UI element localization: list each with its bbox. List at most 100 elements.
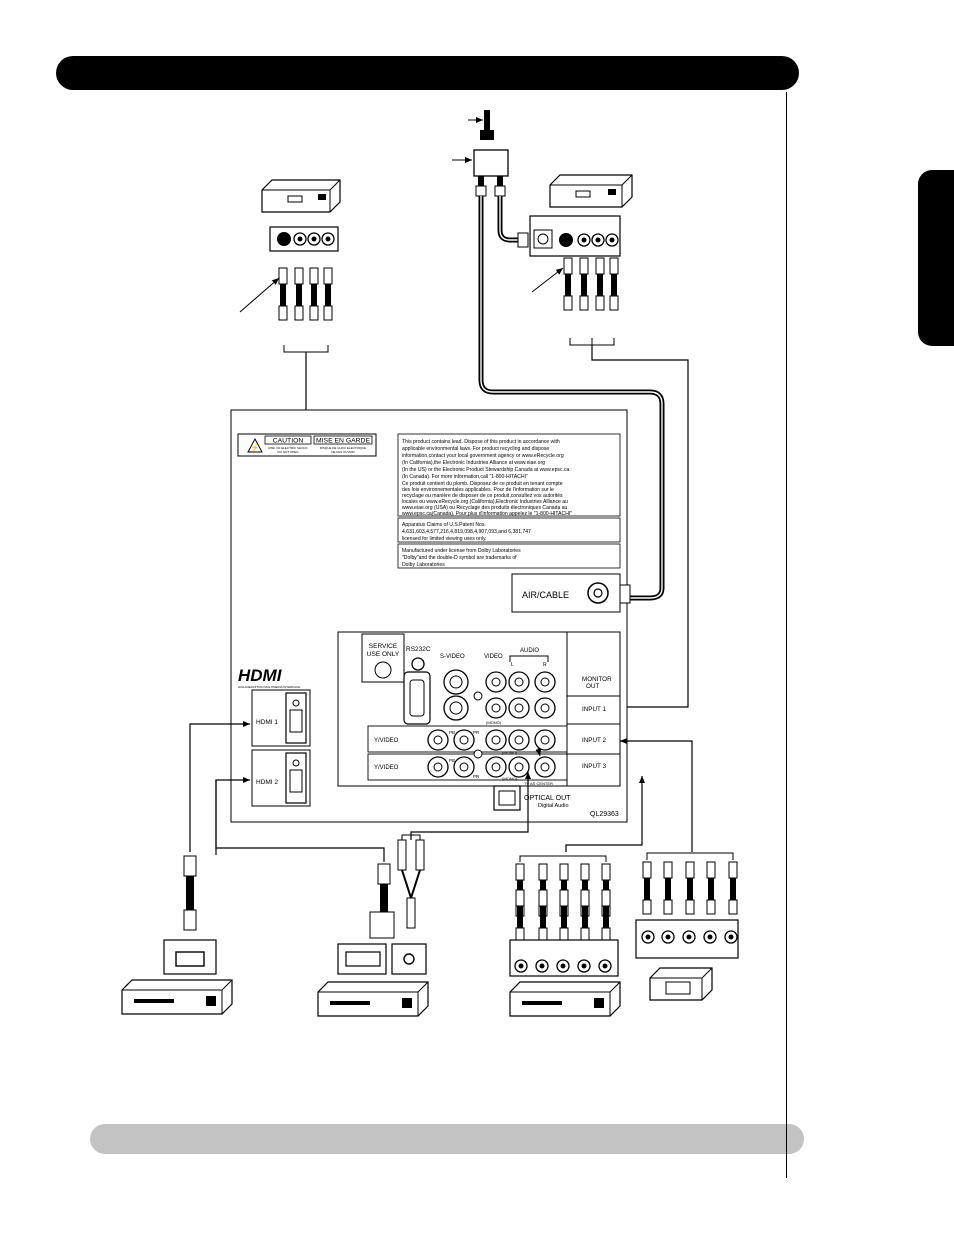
line-to-input2	[620, 738, 693, 852]
y-video-label-input2: Y/VIDEO	[374, 738, 399, 744]
line-to-hdmi1	[189, 721, 250, 852]
y-jack-input2[interactable]	[427, 729, 449, 751]
hdmi-logo-text: HDMI	[238, 666, 283, 685]
air-cable-terminal[interactable]: AIR/CABLE	[511, 573, 631, 613]
monitor-out-label: MONITOR	[582, 676, 612, 683]
component-output-panel-1	[509, 939, 619, 977]
patent-1: 4,631,603,4,577,216,4,819,098,4,907,093,…	[402, 529, 531, 535]
use-only-label: USE ONLY	[367, 651, 400, 658]
header-bar	[56, 56, 799, 90]
patent-0: Apparatus Claims of U.S.Patent Nos.	[402, 522, 486, 528]
mise-sub2: NE PAS OUVRIR	[331, 450, 355, 454]
line-to-input1	[591, 345, 689, 710]
notice-fr-4: www.eiae.org (USA) ou Recyclage des prod…	[402, 505, 568, 511]
notice-fr-0: Ce produit contient du plomb. Disposez d…	[402, 481, 563, 487]
dolby-notice: Manufactured under license from Dolby La…	[397, 543, 621, 569]
audio-r-label: R	[543, 662, 547, 668]
mise-sub1: RISQUE DE CHOC ELECTRIQUE	[320, 446, 366, 450]
vcr-top-right	[549, 174, 633, 208]
audio-r-jack-input2[interactable]	[534, 729, 556, 751]
audio-l-jack-input3[interactable]	[508, 756, 530, 778]
dvd-player-top-left	[261, 179, 341, 213]
pb-jack-input3[interactable]	[453, 756, 475, 778]
dvi-source-device	[317, 981, 429, 1017]
video-jack-input2[interactable]	[485, 697, 507, 719]
audio-r-jack-input1[interactable]	[534, 697, 556, 719]
y-jack-input3[interactable]	[427, 756, 449, 778]
s-video-jack-input1[interactable]	[443, 669, 469, 695]
audio-l-jack-monitor[interactable]	[508, 671, 530, 693]
service-label: SERVICE	[369, 643, 398, 650]
input2-label: INPUT 2	[582, 737, 607, 744]
notice-en-4: (In the US) or the Electronic Product St…	[402, 467, 569, 473]
hdmi2-port[interactable]: HDMI 2	[251, 749, 311, 807]
component-source-device-2	[649, 967, 713, 1001]
audio-r-jack-monitor[interactable]	[534, 671, 556, 693]
optical-out-port[interactable]: OPTICAL OUT Digital Audio	[493, 785, 571, 811]
hdmi1-port[interactable]: HDMI 1	[251, 689, 311, 747]
audio-l-label: L	[511, 662, 514, 668]
component-source-device-1	[509, 981, 621, 1017]
input1-label: INPUT 1	[582, 706, 607, 713]
audio-cable-pair	[397, 834, 425, 929]
line-to-input3	[565, 776, 645, 852]
video-label: VIDEO	[484, 654, 503, 660]
caution-label: ⚡ CAUTION RISK OF ELECTRIC SHOCK DO NOT …	[237, 433, 377, 457]
line-to-audio-input3	[410, 772, 531, 840]
mono-label-3: (MONO)	[502, 776, 518, 781]
y-video-label-input3: Y/VIDEO	[374, 765, 399, 771]
dvi-output-panel	[337, 943, 427, 975]
rs232c-port[interactable]: RS232C	[403, 646, 431, 725]
notice-en-3: (In California),the Electronic Industrie…	[402, 460, 545, 466]
audio-label: AUDIO	[520, 648, 539, 654]
input3-label: INPUT 3	[582, 763, 607, 770]
dolby-1: "Dolby"and the double-D symbol are trade…	[402, 555, 517, 561]
video-jack-input1[interactable]	[485, 671, 507, 693]
audio-l-jack-input1[interactable]	[508, 697, 530, 719]
notice-en-0: This product contains lead. Dispose of t…	[402, 439, 560, 445]
av-cable-bundle-top-left	[239, 267, 333, 353]
line-to-hdmi2	[215, 780, 385, 862]
av-cable-bundle-top-right	[531, 257, 619, 346]
notice-en-2: information,contact your local governmen…	[402, 453, 564, 459]
notice-fr-1: des lois environnementales applicables. …	[402, 487, 554, 493]
audio-r-jack-input3[interactable]	[534, 756, 556, 778]
notice-fr-2: recyclage ou manière de disposer de ce p…	[402, 493, 563, 499]
hdmi-output-panel	[163, 939, 217, 975]
pr-jack-input2[interactable]	[485, 729, 507, 751]
component-cable-bundle-2	[642, 852, 738, 915]
dolby-2: Dolby Laboratories	[402, 562, 445, 568]
caution-title: CAUTION	[273, 438, 304, 445]
pb-label-input2: PB	[449, 730, 455, 735]
s-video-jack-input2[interactable]	[443, 695, 469, 721]
notice-en-5: (In Canada). For more information,call "…	[402, 474, 528, 480]
environmental-notice: This product contains lead. Dispose of t…	[397, 433, 621, 517]
dolby-0: Manufactured under license from Dolby La…	[402, 548, 521, 554]
hdmi-tagline: HIGH-DEFINITION MULTIMEDIA INTERFACE	[238, 685, 300, 689]
section-side-tab	[918, 170, 954, 346]
hdmi-source-device	[121, 979, 233, 1015]
service-port: SERVICE USE ONLY	[361, 633, 405, 683]
notice-en-1: applicable environmental laws. For produ…	[402, 446, 549, 452]
pr-jack-input3[interactable]	[485, 756, 507, 778]
notice-fr-5: www.epsc.ca(Canada). Pour plus d'informa…	[402, 511, 572, 517]
antenna-splitter	[452, 110, 509, 197]
pr-label-input3: PR	[473, 774, 480, 779]
optical-out-label: OPTICAL OUT	[524, 795, 571, 802]
air-cable-label: AIR/CABLE	[522, 590, 569, 600]
component-cable-bundle-1	[515, 855, 611, 943]
coax-cable-to-vcr	[497, 196, 520, 243]
footer-bar	[90, 1124, 804, 1154]
patent-notice: Apparatus Claims of U.S.Patent Nos. 4,63…	[397, 517, 621, 543]
model-number: QL29363	[590, 811, 619, 818]
right-margin-rule	[786, 92, 787, 1178]
s-video-label: S-VIDEO	[440, 654, 465, 660]
digital-audio-label: Digital Audio	[538, 803, 569, 809]
vcr-output-panel-top-right	[529, 215, 621, 257]
pb-jack-input2[interactable]	[453, 729, 475, 751]
patent-2: licensed for limited viewing uses only.	[402, 536, 487, 542]
audio-l-jack-input2[interactable]	[508, 729, 530, 751]
dvd-output-panel-top-left	[269, 226, 339, 252]
pb-label-input3: PB	[449, 758, 455, 763]
